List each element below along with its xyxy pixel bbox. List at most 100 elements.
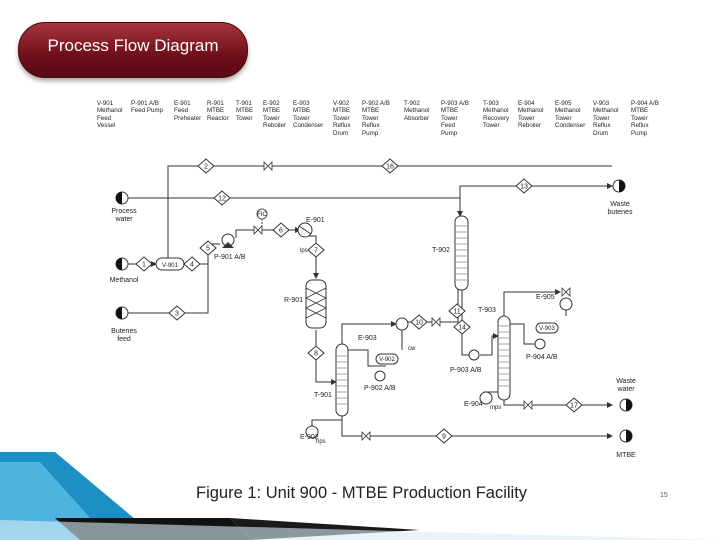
legend-item: T-903 Methanol Recovery Tower [483, 100, 510, 130]
p902-pump-icon [374, 370, 386, 382]
label-v901: V-901 [162, 263, 178, 269]
butenes-source-icon [115, 306, 129, 320]
stream-tag-11: 11 [448, 303, 466, 319]
valve-icon [561, 287, 571, 297]
stream-number: 3 [175, 311, 179, 318]
stream-tag-7: 7 [307, 242, 325, 258]
e903-condenser-icon [395, 317, 409, 331]
p904-pump-icon [534, 338, 546, 350]
e905-condenser-icon [559, 297, 573, 311]
e902-reboiler-icon [305, 425, 319, 439]
stream-tag-8: 8 [307, 345, 325, 361]
stream-number: 12 [218, 196, 226, 203]
stream-number: 11 [453, 309, 460, 316]
valve-icon [523, 400, 533, 410]
v902-drum-icon [375, 353, 399, 365]
stream-tag-16: 16 [381, 158, 399, 174]
legend-item: E-904 Methanol Tower Reboiler [518, 100, 544, 130]
label-cw: cw [408, 346, 416, 352]
label-e901: E-901 [306, 217, 325, 224]
label-v902: V-902 [379, 357, 395, 363]
stream-tag-17: 17 [565, 397, 583, 413]
label-e902: E-902 [300, 434, 319, 441]
stream-13-line [459, 183, 613, 214]
label-p902: P-902 A/B [364, 385, 396, 392]
legend-item: R-901 MTBE Reactor [207, 100, 229, 122]
stream-tag-2: 2 [197, 158, 215, 174]
stream-number: 4 [190, 262, 194, 269]
label-p901: P-901 A/B [214, 254, 246, 261]
legend-item: P-904 A/B MTBE Tower Reflux Pump [631, 100, 659, 137]
e904-reboiler-icon [479, 391, 493, 405]
p903-outlet-line [480, 333, 499, 356]
label-t901: T-901 [314, 392, 332, 399]
methanol-source-icon [115, 257, 129, 271]
page-number: 15 [660, 492, 668, 499]
label-fic: FIC [257, 212, 267, 218]
label-hps: hps [316, 439, 326, 445]
legend-item: P-901 A/B Feed Pump [131, 100, 163, 115]
p901-pump-icon [221, 233, 235, 248]
stream-tag-3: 3 [168, 305, 186, 321]
stream-tag-9: 9 [435, 428, 453, 444]
label-mtbe: MTBE [616, 452, 636, 459]
label-p903: P-903 A/B [450, 367, 482, 374]
label-mps: mps [490, 405, 501, 411]
legend-item: V-903 Methanol Tower Reflux Drum [593, 100, 619, 137]
v903-drum-icon [535, 322, 559, 334]
stream-number: 7 [314, 248, 318, 255]
label-lps: lps [300, 248, 308, 254]
stream-tag-5: 5 [199, 240, 217, 256]
stream-tag-12: 12 [213, 190, 231, 206]
legend-item: E-901 Feed Preheater [174, 100, 202, 122]
stream-tag-4: 4 [183, 256, 201, 272]
valve-icon [431, 317, 441, 327]
v902-reflux-line [348, 349, 386, 367]
process-water-source-icon [115, 191, 129, 205]
label-r901: R-901 [284, 297, 303, 304]
stream-number: 10 [415, 320, 423, 327]
label-v903: V-903 [539, 326, 555, 332]
t903-column-icon [497, 315, 511, 401]
t901-column-icon [335, 343, 349, 417]
stream-number: 16 [386, 164, 394, 171]
label-e904: E-904 [464, 401, 483, 408]
legend-item: T-902 Methanol Absorber [404, 100, 430, 122]
stream-number: 14 [458, 325, 466, 332]
stream-number: 8 [314, 351, 318, 358]
label-methanol: Methanol [110, 277, 139, 284]
stream-number: 13 [520, 184, 528, 191]
legend-item: V-901 Methanol Feed Vessel [97, 100, 123, 130]
slide-title: Process Flow Diagram [47, 36, 219, 55]
stream-number: 5 [206, 246, 210, 253]
stream-number: 1 [142, 262, 146, 269]
t901-overhead-line [341, 321, 397, 344]
t902-column-icon [454, 215, 469, 291]
stream-tag-6: 6 [272, 222, 290, 238]
valve-icon [361, 431, 371, 441]
valve-icon [263, 161, 273, 171]
stream-9-line [341, 414, 613, 439]
stream-tag-10: 10 [410, 314, 428, 330]
label-e905: E-905 [536, 294, 555, 301]
stream-tag-14: 14 [453, 319, 471, 335]
legend-item: E-905 Methanol Tower Condenser [555, 100, 586, 130]
stream-number: 9 [442, 434, 446, 441]
e902-loop [311, 419, 342, 428]
figure-caption: Figure 1: Unit 900 - MTBE Production Fac… [196, 484, 528, 502]
label-e903: E-903 [358, 335, 377, 342]
label-t902: T-902 [432, 247, 450, 254]
stream-number: 2 [204, 164, 208, 171]
slide-title-pill: Process Flow Diagram [18, 22, 248, 78]
stream-3-line [128, 264, 209, 314]
legend-item: E-902 MTBE Tower Reboiler [263, 100, 287, 130]
mtbe-sink-icon [619, 429, 633, 443]
legend-item: P-902 A/B MTBE Tower Reflux Pump [362, 100, 390, 137]
v903-reflux-line [510, 323, 544, 345]
